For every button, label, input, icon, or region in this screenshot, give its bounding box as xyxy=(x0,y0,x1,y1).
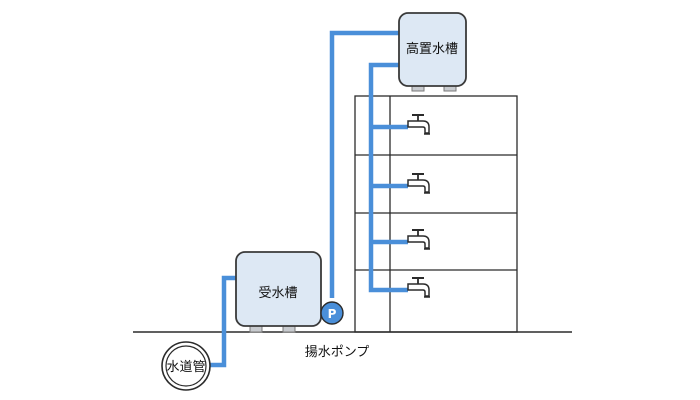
elevated-tank-label: 高置水槽 xyxy=(406,41,458,57)
water-main: 水道管 xyxy=(161,341,211,391)
building-frame xyxy=(354,95,518,333)
faucet-icon xyxy=(407,173,430,194)
receiving-tank: 受水槽 xyxy=(235,251,322,333)
pipe-pump-riser xyxy=(329,30,400,298)
pump-caption: 揚水ポンプ xyxy=(305,344,370,360)
water-main-inner-ring xyxy=(165,345,207,387)
receiving-tank-label: 受水槽 xyxy=(258,286,297,301)
faucet-icon xyxy=(407,229,430,250)
pipe-downfeed xyxy=(368,62,408,293)
elevated-tank: 高置水槽 xyxy=(398,12,467,92)
elevated-tank-body xyxy=(398,12,467,87)
pump-icon: P xyxy=(320,301,344,325)
water-main-label: 水道管 xyxy=(166,360,205,375)
faucet-icon xyxy=(407,114,430,135)
faucets xyxy=(407,114,430,298)
pump-symbol: P xyxy=(328,307,337,321)
receiving-tank-body xyxy=(235,251,322,327)
faucet-icon xyxy=(407,277,430,298)
pump-circle xyxy=(320,301,344,325)
building-outline xyxy=(354,95,518,333)
